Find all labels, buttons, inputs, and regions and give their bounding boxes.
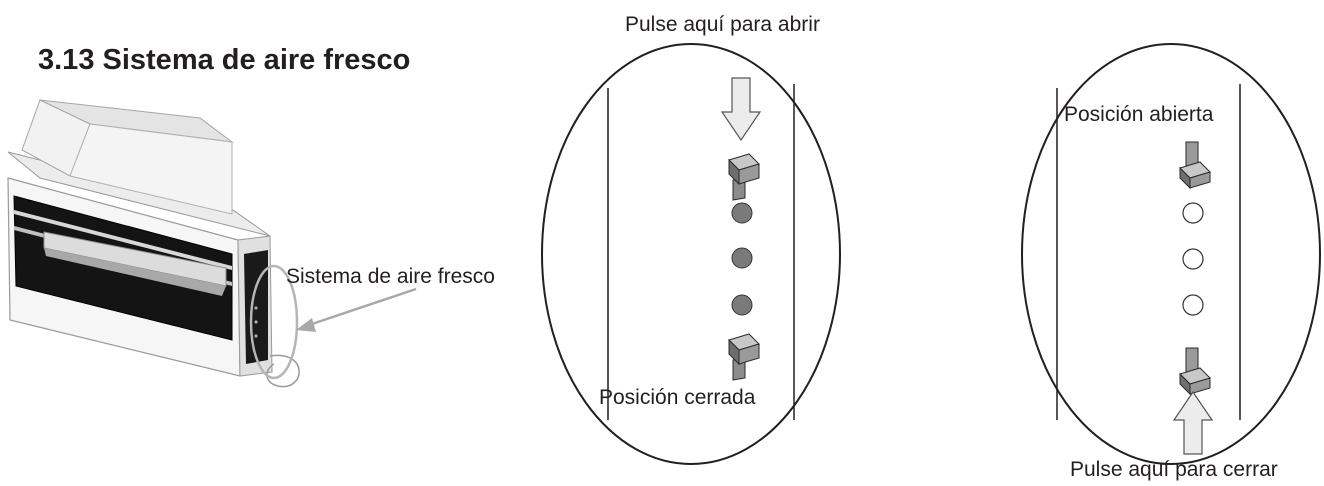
arrow-icon: [720, 77, 762, 142]
vent-hole-icon: [1182, 202, 1204, 224]
press-to-close-label: Pulse aquí para cerrar: [1070, 458, 1278, 481]
vent-hole-icon: [1182, 248, 1204, 270]
closed-position-diagram: [541, 43, 841, 465]
vent-hole-icon: [731, 247, 753, 269]
callout-arrow-icon: [296, 287, 417, 332]
open-position-label: Posición abierta: [1064, 103, 1214, 126]
closed-position-label: Posición cerrada: [599, 386, 756, 409]
arrow-icon: [1172, 390, 1214, 455]
air-conditioner-unit-icon: [7, 99, 300, 388]
vent-hole-icon: [731, 294, 753, 316]
vent-hole-icon: [731, 202, 753, 224]
open-position-diagram: [1021, 43, 1321, 465]
fresh-air-highlight: [249, 264, 299, 380]
vent-hole-icon: [1182, 294, 1204, 316]
section-title: 3.13 Sistema de aire fresco: [38, 44, 411, 76]
press-to-open-label: Pulse aquí para abrir: [625, 13, 820, 36]
callout-label: Sistema de aire fresco: [286, 265, 495, 288]
